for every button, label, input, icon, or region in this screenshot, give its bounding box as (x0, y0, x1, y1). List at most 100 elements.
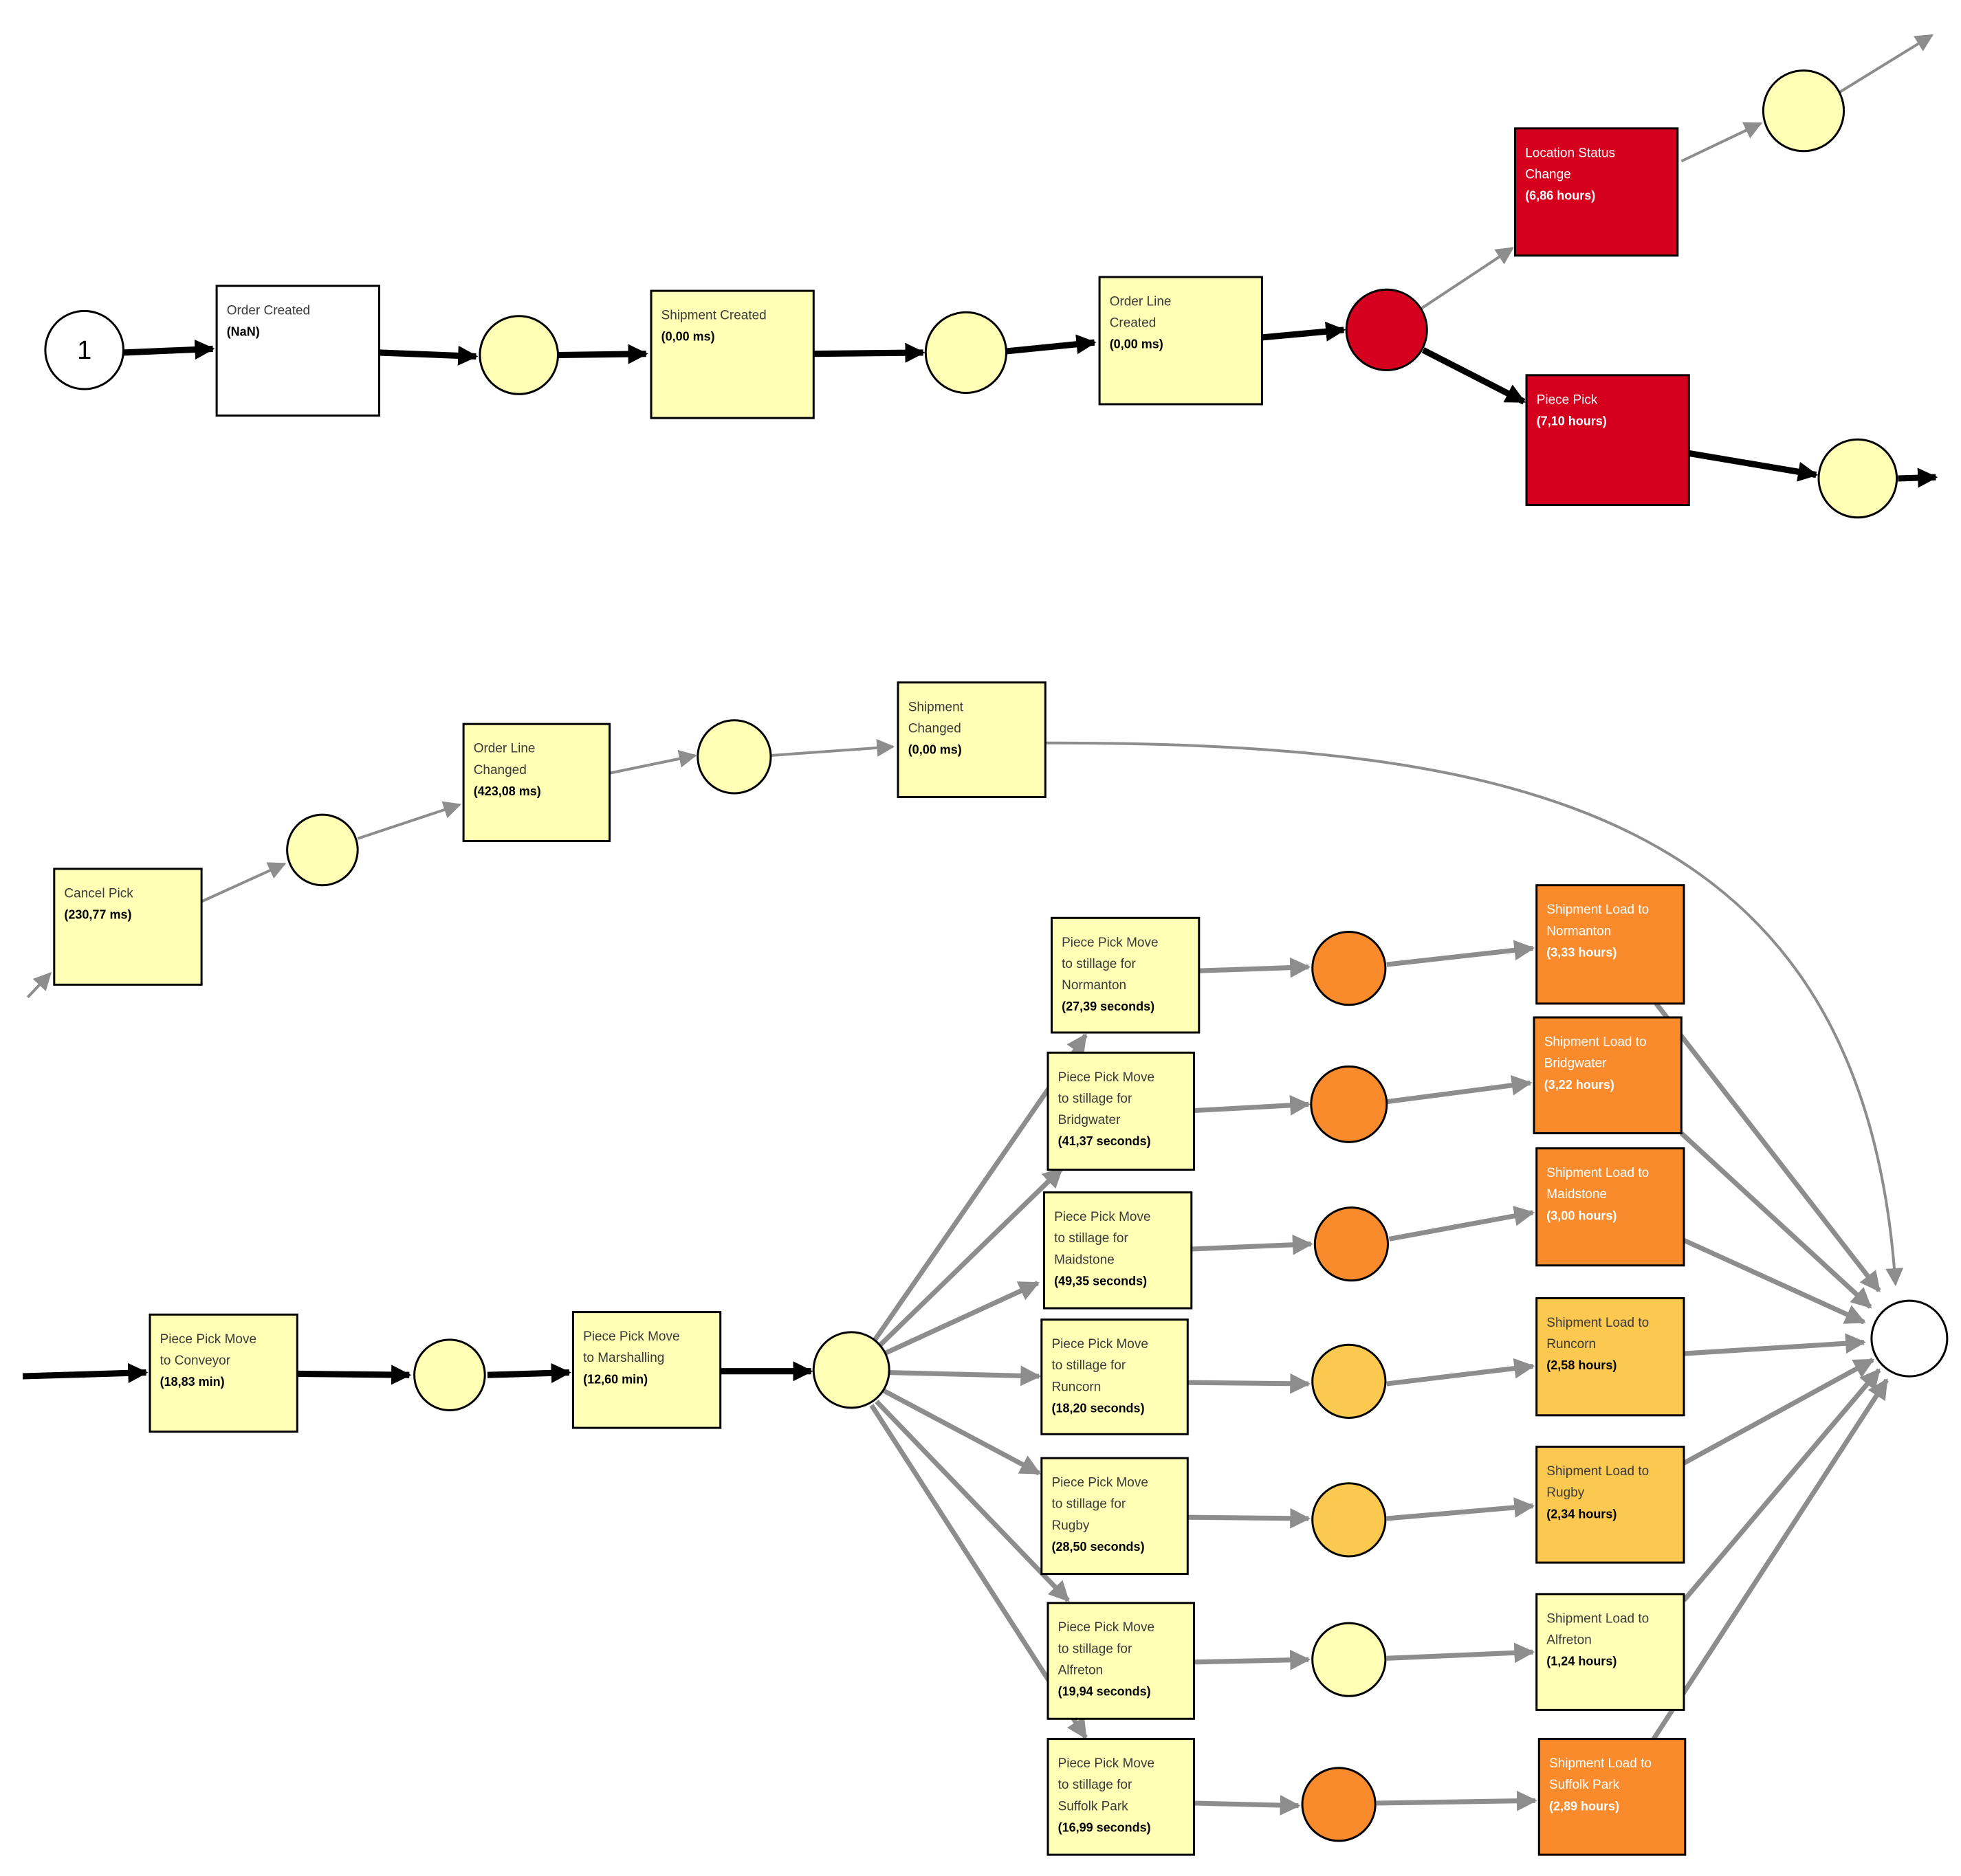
activity-label: Piece Pick Move (1062, 936, 1158, 950)
flow-arrow (1421, 347, 1526, 405)
flow-arrow (123, 339, 215, 360)
flow-arrow (1386, 1075, 1533, 1105)
activity-piece-pick: Piece Pick(7,10 hours) (1525, 374, 1690, 506)
activity-move-conveyor: Piece Pick Move to Conveyor (18,83 min) (149, 1313, 298, 1433)
activity-duration: (28,50 seconds) (1052, 1540, 1145, 1554)
start-node-label: 1 (77, 336, 91, 365)
activity-load-maidstone: Shipment Load to Maidstone (3,00 hours) (1535, 1147, 1685, 1267)
activity-duration: (423,08 ms) (474, 784, 541, 798)
flow-arrow (1683, 1358, 1875, 1466)
edges (22, 34, 1938, 1816)
activity-box (571, 1311, 722, 1429)
activity-box (462, 722, 611, 842)
flow-arrow (609, 749, 697, 775)
place-bridgwater (1310, 1065, 1388, 1143)
activity-order-created: Order Created(NaN) (215, 285, 380, 417)
activity-label: Piece Pick Move (1054, 1210, 1150, 1224)
activity-label: Maidstone (1546, 1187, 1607, 1202)
activity-label: Location Status (1525, 146, 1615, 160)
activity-label: Piece Pick Move (1058, 1070, 1154, 1085)
activity-label: Alfreton (1546, 1633, 1591, 1648)
activity-label: Created (1110, 316, 1157, 331)
activity-label: Order Created (227, 303, 310, 318)
flow-arrow (875, 1400, 1070, 1602)
activity-label: to stillage for (1052, 1358, 1126, 1373)
activity-label: to Conveyor (160, 1354, 231, 1368)
end-node (1870, 1299, 1949, 1378)
activity-label: Maidstone (1054, 1252, 1115, 1267)
place-after-cancel-pick (286, 813, 359, 887)
place-maidstone (1313, 1206, 1390, 1282)
flow-arrow (1261, 321, 1346, 342)
place-after-shipment-created (924, 311, 1008, 395)
flow-arrow (1682, 1368, 1881, 1602)
activity-label: to stillage for (1052, 1497, 1126, 1512)
activity-duration: (3,00 hours) (1546, 1209, 1617, 1222)
place-normanton (1311, 931, 1387, 1006)
flow-arrow (1652, 1378, 1889, 1741)
flow-arrow (1194, 1094, 1311, 1116)
activity-cancel-pick: Cancel Pick(230,77 ms) (53, 868, 203, 986)
flow-arrow (813, 342, 925, 363)
activity-duration: (18,83 min) (160, 1375, 225, 1389)
flow-arrow (1388, 1206, 1535, 1242)
flow-arrow (1654, 1002, 1881, 1292)
activity-label: Rugby (1546, 1486, 1584, 1500)
activity-label: Shipment Load to (1546, 1166, 1649, 1180)
activity-duration: (2,89 hours) (1549, 1799, 1619, 1813)
flow-arrow (1187, 1508, 1311, 1529)
start-node (44, 309, 124, 390)
activity-box (1535, 1147, 1685, 1267)
activity-label: Shipment (908, 700, 964, 714)
flow-arrow (876, 1167, 1064, 1349)
activity-duration: (49,35 seconds) (1054, 1274, 1147, 1288)
activity-box (1533, 1016, 1683, 1134)
activity-duration: (2,34 hours) (1546, 1507, 1617, 1521)
activity-box (1535, 1446, 1685, 1564)
flow-arrow (201, 862, 287, 903)
place-rugby (1311, 1482, 1387, 1558)
activity-label: Order Line (1110, 294, 1172, 309)
activity-duration: (18,20 seconds) (1052, 1402, 1145, 1415)
activity-duration: (0,00 ms) (661, 330, 715, 344)
activity-box (215, 285, 380, 417)
flow-arrow (1376, 1790, 1537, 1811)
activity-box (650, 289, 815, 419)
flow-arrow (1386, 940, 1535, 967)
place-after-order-line-changed (697, 719, 772, 795)
activity-label: Cancel Pick (64, 886, 133, 901)
activity-duration: (3,33 hours) (1546, 945, 1617, 959)
flow-arrow (487, 1362, 571, 1383)
activity-duration: (41,37 seconds) (1058, 1134, 1151, 1148)
activity-label: to stillage for (1058, 1092, 1132, 1106)
activity-label: Order Line (474, 742, 536, 756)
activity-label: to stillage for (1054, 1231, 1128, 1246)
activity-label: Runcorn (1052, 1380, 1102, 1394)
flow-arrow (1683, 1237, 1866, 1325)
activity-label: Shipment Created (661, 309, 767, 323)
activity-duration: (27,39 seconds) (1062, 1000, 1154, 1013)
activity-label: Change (1525, 167, 1571, 181)
activity-label: Piece Pick Move (1058, 1756, 1154, 1771)
activity-label: Runcorn (1546, 1337, 1596, 1351)
activity-label: Changed (474, 763, 527, 777)
flow-arrow (1898, 467, 1938, 488)
flow-arrow (880, 1281, 1040, 1358)
flow-arrow (1191, 1234, 1313, 1255)
activity-duration: (2,58 hours) (1546, 1358, 1617, 1372)
place-after-piece-pick (1817, 438, 1898, 519)
flow-arrow (1680, 122, 1763, 163)
flow-arrow (1688, 450, 1819, 482)
activity-label: Piece Pick Move (160, 1332, 256, 1347)
flow-arrow (1418, 247, 1515, 311)
